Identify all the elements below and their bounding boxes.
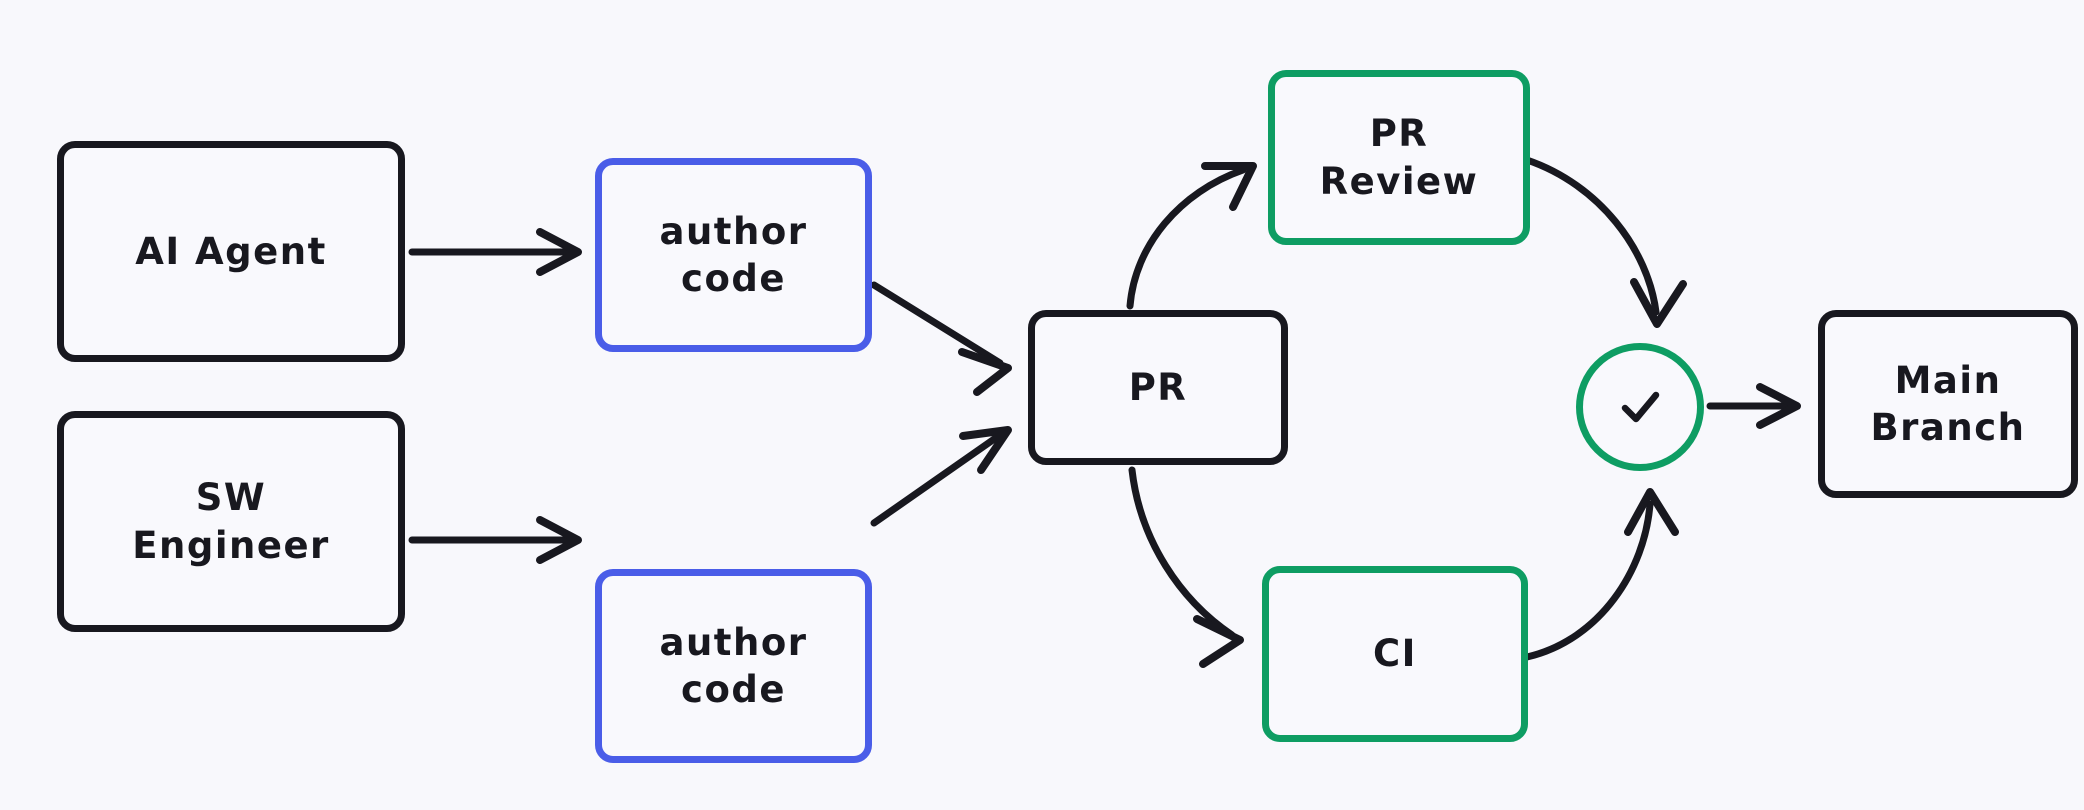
edge-pr-to-pr-review bbox=[1126, 162, 1257, 310]
node-main-branch-label: Main Branch bbox=[1870, 358, 2026, 449]
node-author-code-engineer[interactable]: author code bbox=[595, 569, 872, 763]
node-ai-agent-label: AI Agent bbox=[135, 229, 327, 273]
node-main-branch[interactable]: Main Branch bbox=[1818, 310, 2078, 498]
node-ci[interactable]: CI bbox=[1262, 566, 1528, 742]
edge-sw-engineer-to-author-code bbox=[408, 516, 582, 564]
edge-author-code-to-pr-top bbox=[870, 281, 1012, 396]
node-pr-review-label: PR Review bbox=[1319, 112, 1479, 203]
edge-merge-check-to-main-branch bbox=[1706, 383, 1801, 429]
check-icon bbox=[1609, 376, 1671, 438]
node-ai-agent[interactable]: AI Agent bbox=[57, 141, 405, 362]
edge-pr-to-ci bbox=[1128, 466, 1244, 668]
node-sw-engineer[interactable]: SW Engineer bbox=[57, 411, 405, 632]
edge-ci-to-merge-check bbox=[1523, 488, 1679, 661]
edge-author-code-to-pr-bottom bbox=[870, 426, 1012, 527]
merge-check-gate[interactable] bbox=[1576, 343, 1704, 471]
node-author-code-engineer-label: author code bbox=[659, 620, 808, 711]
edge-pr-review-to-merge-check bbox=[1523, 156, 1687, 328]
edge-ai-agent-to-author-code bbox=[408, 228, 582, 276]
node-author-code-agent-label: author code bbox=[659, 209, 808, 300]
node-pr-review[interactable]: PR Review bbox=[1268, 70, 1530, 245]
node-pr[interactable]: PR bbox=[1028, 310, 1288, 465]
node-sw-engineer-label: SW Engineer bbox=[132, 476, 330, 567]
node-ci-label: CI bbox=[1373, 632, 1417, 676]
node-pr-label: PR bbox=[1128, 365, 1188, 409]
node-author-code-agent[interactable]: author code bbox=[595, 158, 872, 352]
